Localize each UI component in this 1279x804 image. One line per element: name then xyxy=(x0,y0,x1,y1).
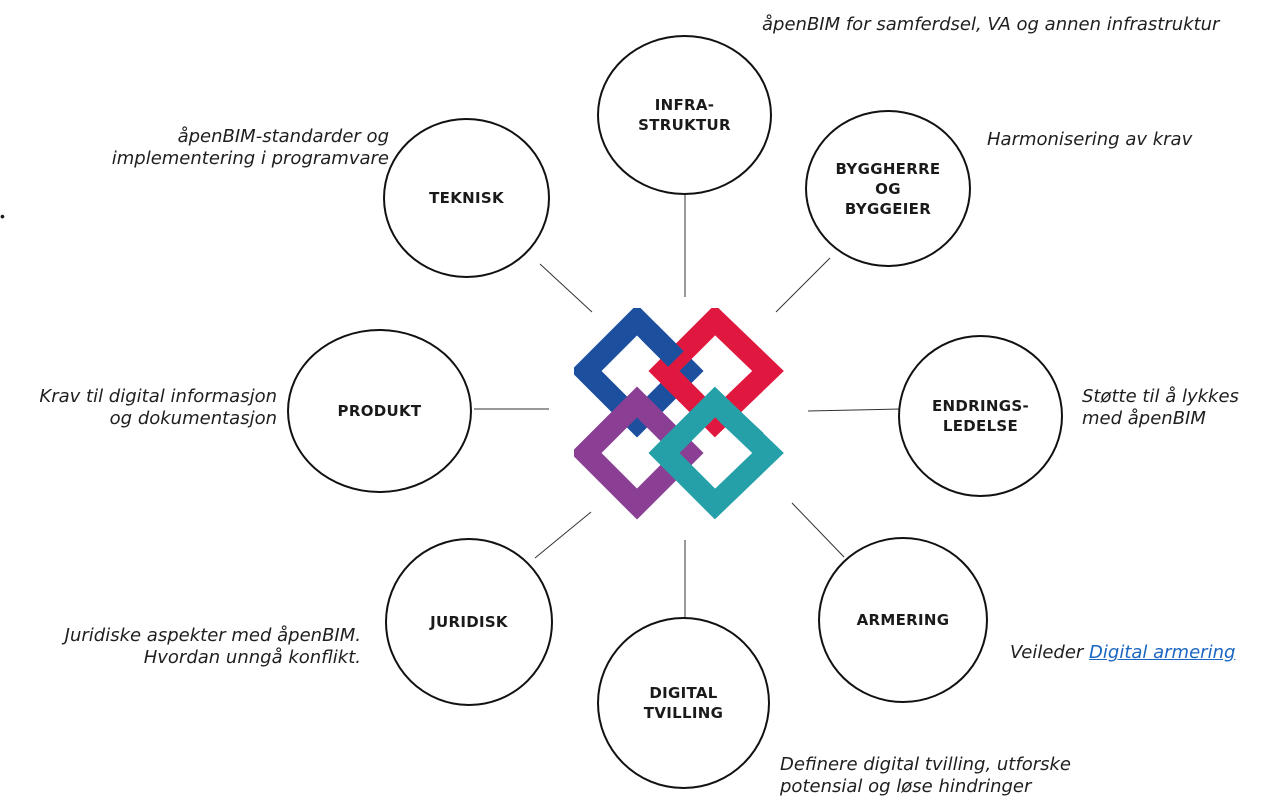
note-byggherre: Harmonisering av krav xyxy=(987,129,1193,150)
note-armering: Veileder Digital armering xyxy=(1010,620,1235,664)
node-byggherre-label: BYGGHERRE OG BYGGEIER xyxy=(835,159,941,218)
node-endringsledelse[interactable]: ENDRINGS- LEDELSE xyxy=(898,335,1063,497)
note-armering-prefix: Veileder xyxy=(1010,642,1090,663)
note-teknisk: åpenBIM-standarder og implementering i p… xyxy=(111,126,389,169)
node-armering-label: ARMERING xyxy=(856,611,950,629)
node-juridisk-label: JURIDISK xyxy=(430,613,508,631)
connector-juridisk xyxy=(534,511,592,559)
note-juridisk: Juridiske aspekter med åpenBIM. Hvordan … xyxy=(64,625,361,668)
node-infrastruktur-label: INFRA- STRUKTUR xyxy=(638,96,731,134)
note-infrastruktur: åpenBIM for samferdsel, VA og annen infr… xyxy=(762,14,1220,35)
node-produkt-label: PRODUKT xyxy=(337,402,422,420)
connector-byggherre xyxy=(775,257,831,313)
node-teknisk-label: TEKNISK xyxy=(429,189,504,207)
node-endringsledelse-label: ENDRINGS- LEDELSE xyxy=(932,397,1029,435)
note-produkt: Krav til digital informasjon og dokument… xyxy=(39,386,277,429)
node-armering[interactable]: ARMERING xyxy=(818,537,988,703)
note-endringsledelse: Støtte til å lykkes med åpenBIM xyxy=(1082,386,1239,429)
node-infrastruktur[interactable]: INFRA- STRUKTUR xyxy=(597,35,772,195)
connector-endringsledelse xyxy=(807,408,901,412)
note-digital-tvilling: Definere digital tvilling, utforske pote… xyxy=(780,754,1071,797)
node-teknisk[interactable]: TEKNISK xyxy=(383,118,550,278)
node-byggherre[interactable]: BYGGHERRE OG BYGGEIER xyxy=(805,110,971,267)
buildingsmart-logo xyxy=(570,304,792,524)
node-digital-tvilling[interactable]: DIGITAL TVILLING xyxy=(597,617,770,789)
connector-armering xyxy=(791,502,845,558)
node-juridisk[interactable]: JURIDISK xyxy=(385,538,553,706)
node-produkt[interactable]: PRODUKT xyxy=(287,329,472,493)
digital-armering-link[interactable]: Digital armering xyxy=(1089,642,1236,663)
connector-teknisk xyxy=(539,263,593,313)
interlocking-squares-logo-icon xyxy=(570,304,784,520)
node-digital-tvilling-label: DIGITAL TVILLING xyxy=(643,684,724,722)
bullet-mark: • xyxy=(0,208,5,224)
